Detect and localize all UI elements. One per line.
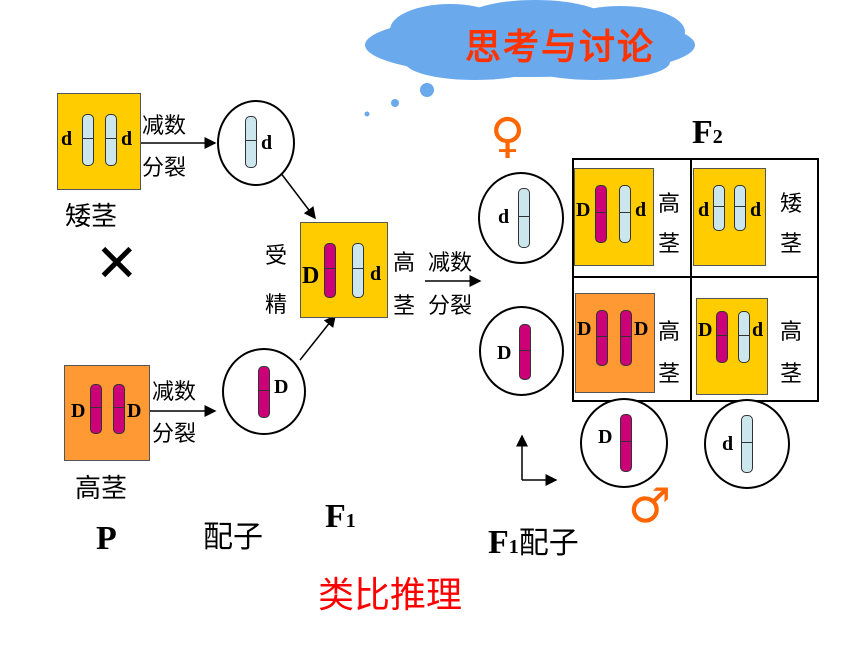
chromosome <box>716 311 728 363</box>
p-label: P <box>96 520 117 557</box>
tall-label: 高茎 <box>75 474 128 504</box>
gamete-circle-d: d <box>217 100 295 186</box>
analogy-label: 类比推理 <box>318 575 463 616</box>
f1-label: F1 <box>325 498 356 535</box>
chromosome <box>324 243 336 298</box>
gene-label: D <box>127 400 142 422</box>
meiosis-label: 分裂 <box>152 422 197 447</box>
dwarf-label: 茎 <box>780 232 803 257</box>
gene-label: D <box>497 342 512 364</box>
tall-label: 茎 <box>658 362 681 387</box>
meiosis-label: 减数 <box>428 251 473 276</box>
gene-label: D <box>274 376 289 398</box>
tall-label: 高 <box>658 192 681 217</box>
cross-symbol: ✕ <box>95 234 139 294</box>
meiosis-label: 减数 <box>152 380 197 405</box>
fertilization-label: 受 <box>265 244 288 269</box>
gene-label: d <box>498 206 510 228</box>
gene-label: D <box>302 263 320 289</box>
f1-cell: D d <box>300 222 388 318</box>
gene-label: D <box>634 318 649 340</box>
tall-label: 茎 <box>780 362 803 387</box>
gene-label: d <box>750 199 762 221</box>
title: 思考与讨论 <box>465 27 656 68</box>
gene-label: d <box>261 132 273 154</box>
tall-label: 高 <box>393 251 416 276</box>
grid-divider-v <box>690 158 692 402</box>
gene-label: D <box>71 400 86 422</box>
parent-dwarf-cell: d d <box>57 93 141 190</box>
dwarf-label: 矮 <box>780 192 803 217</box>
meiosis-label: 分裂 <box>142 156 187 181</box>
gene-label: d <box>698 199 710 221</box>
gene-label: D <box>598 426 613 448</box>
chromosome <box>352 243 364 298</box>
f2-cell-Dd: D d <box>696 298 768 395</box>
meiosis-label: 减数 <box>142 114 187 139</box>
gene-label: D <box>698 319 713 341</box>
chromosome <box>113 384 125 434</box>
gamete-label: 配子 <box>203 520 263 555</box>
tall-label: 茎 <box>658 232 681 257</box>
chromosome <box>105 114 117 166</box>
tall-label: 高 <box>658 320 681 345</box>
chromosome <box>518 188 530 248</box>
chromosome <box>619 185 631 243</box>
gene-label: D <box>577 318 592 340</box>
gene-label: d <box>722 433 734 455</box>
parent-tall-cell: D D <box>64 365 150 461</box>
gene-label: D <box>576 199 591 221</box>
gene-label: d <box>370 263 382 285</box>
f1-gamete-label: F1配子 <box>488 524 579 561</box>
f1-female-gamete-D: D <box>479 306 564 396</box>
chromosome <box>258 366 270 418</box>
male-symbol: ♂ <box>628 478 672 534</box>
thought-cloud <box>364 0 695 117</box>
chromosome <box>713 185 725 231</box>
chromosome <box>90 384 102 434</box>
gene-label: d <box>635 199 647 221</box>
f1-female-gamete-d: d <box>478 172 564 264</box>
gene-label: d <box>752 319 764 341</box>
chromosome <box>620 310 632 366</box>
grid-divider-h <box>572 276 819 278</box>
chromosome <box>519 324 531 380</box>
gamete-circle-D: D <box>222 348 306 435</box>
chromosome <box>741 415 753 473</box>
gene-label: d <box>61 128 73 150</box>
tall-label: 高 <box>780 320 803 345</box>
chromosome <box>245 116 257 168</box>
f2-cell-Dd: D d <box>574 168 654 266</box>
chromosome <box>734 185 746 231</box>
tall-label: 茎 <box>393 294 416 319</box>
f2-cell-dd: d d <box>693 168 766 266</box>
meiosis-label: 分裂 <box>428 294 473 319</box>
female-symbol: ♀ <box>490 108 526 164</box>
chromosome <box>595 185 607 243</box>
chromosome <box>620 414 632 472</box>
gene-label: d <box>121 128 133 150</box>
chromosome <box>82 114 94 166</box>
f1-male-gamete-d: d <box>704 399 790 489</box>
f2-label: F2 <box>692 114 723 151</box>
chromosome <box>738 311 750 363</box>
dwarf-label: 矮茎 <box>65 202 118 232</box>
chromosome <box>596 310 608 366</box>
fertilization-label: 精 <box>265 293 288 318</box>
f1-male-gamete-D: D <box>580 398 668 488</box>
f2-cell-DD: D D <box>575 293 655 393</box>
punnett-grid <box>572 158 819 402</box>
